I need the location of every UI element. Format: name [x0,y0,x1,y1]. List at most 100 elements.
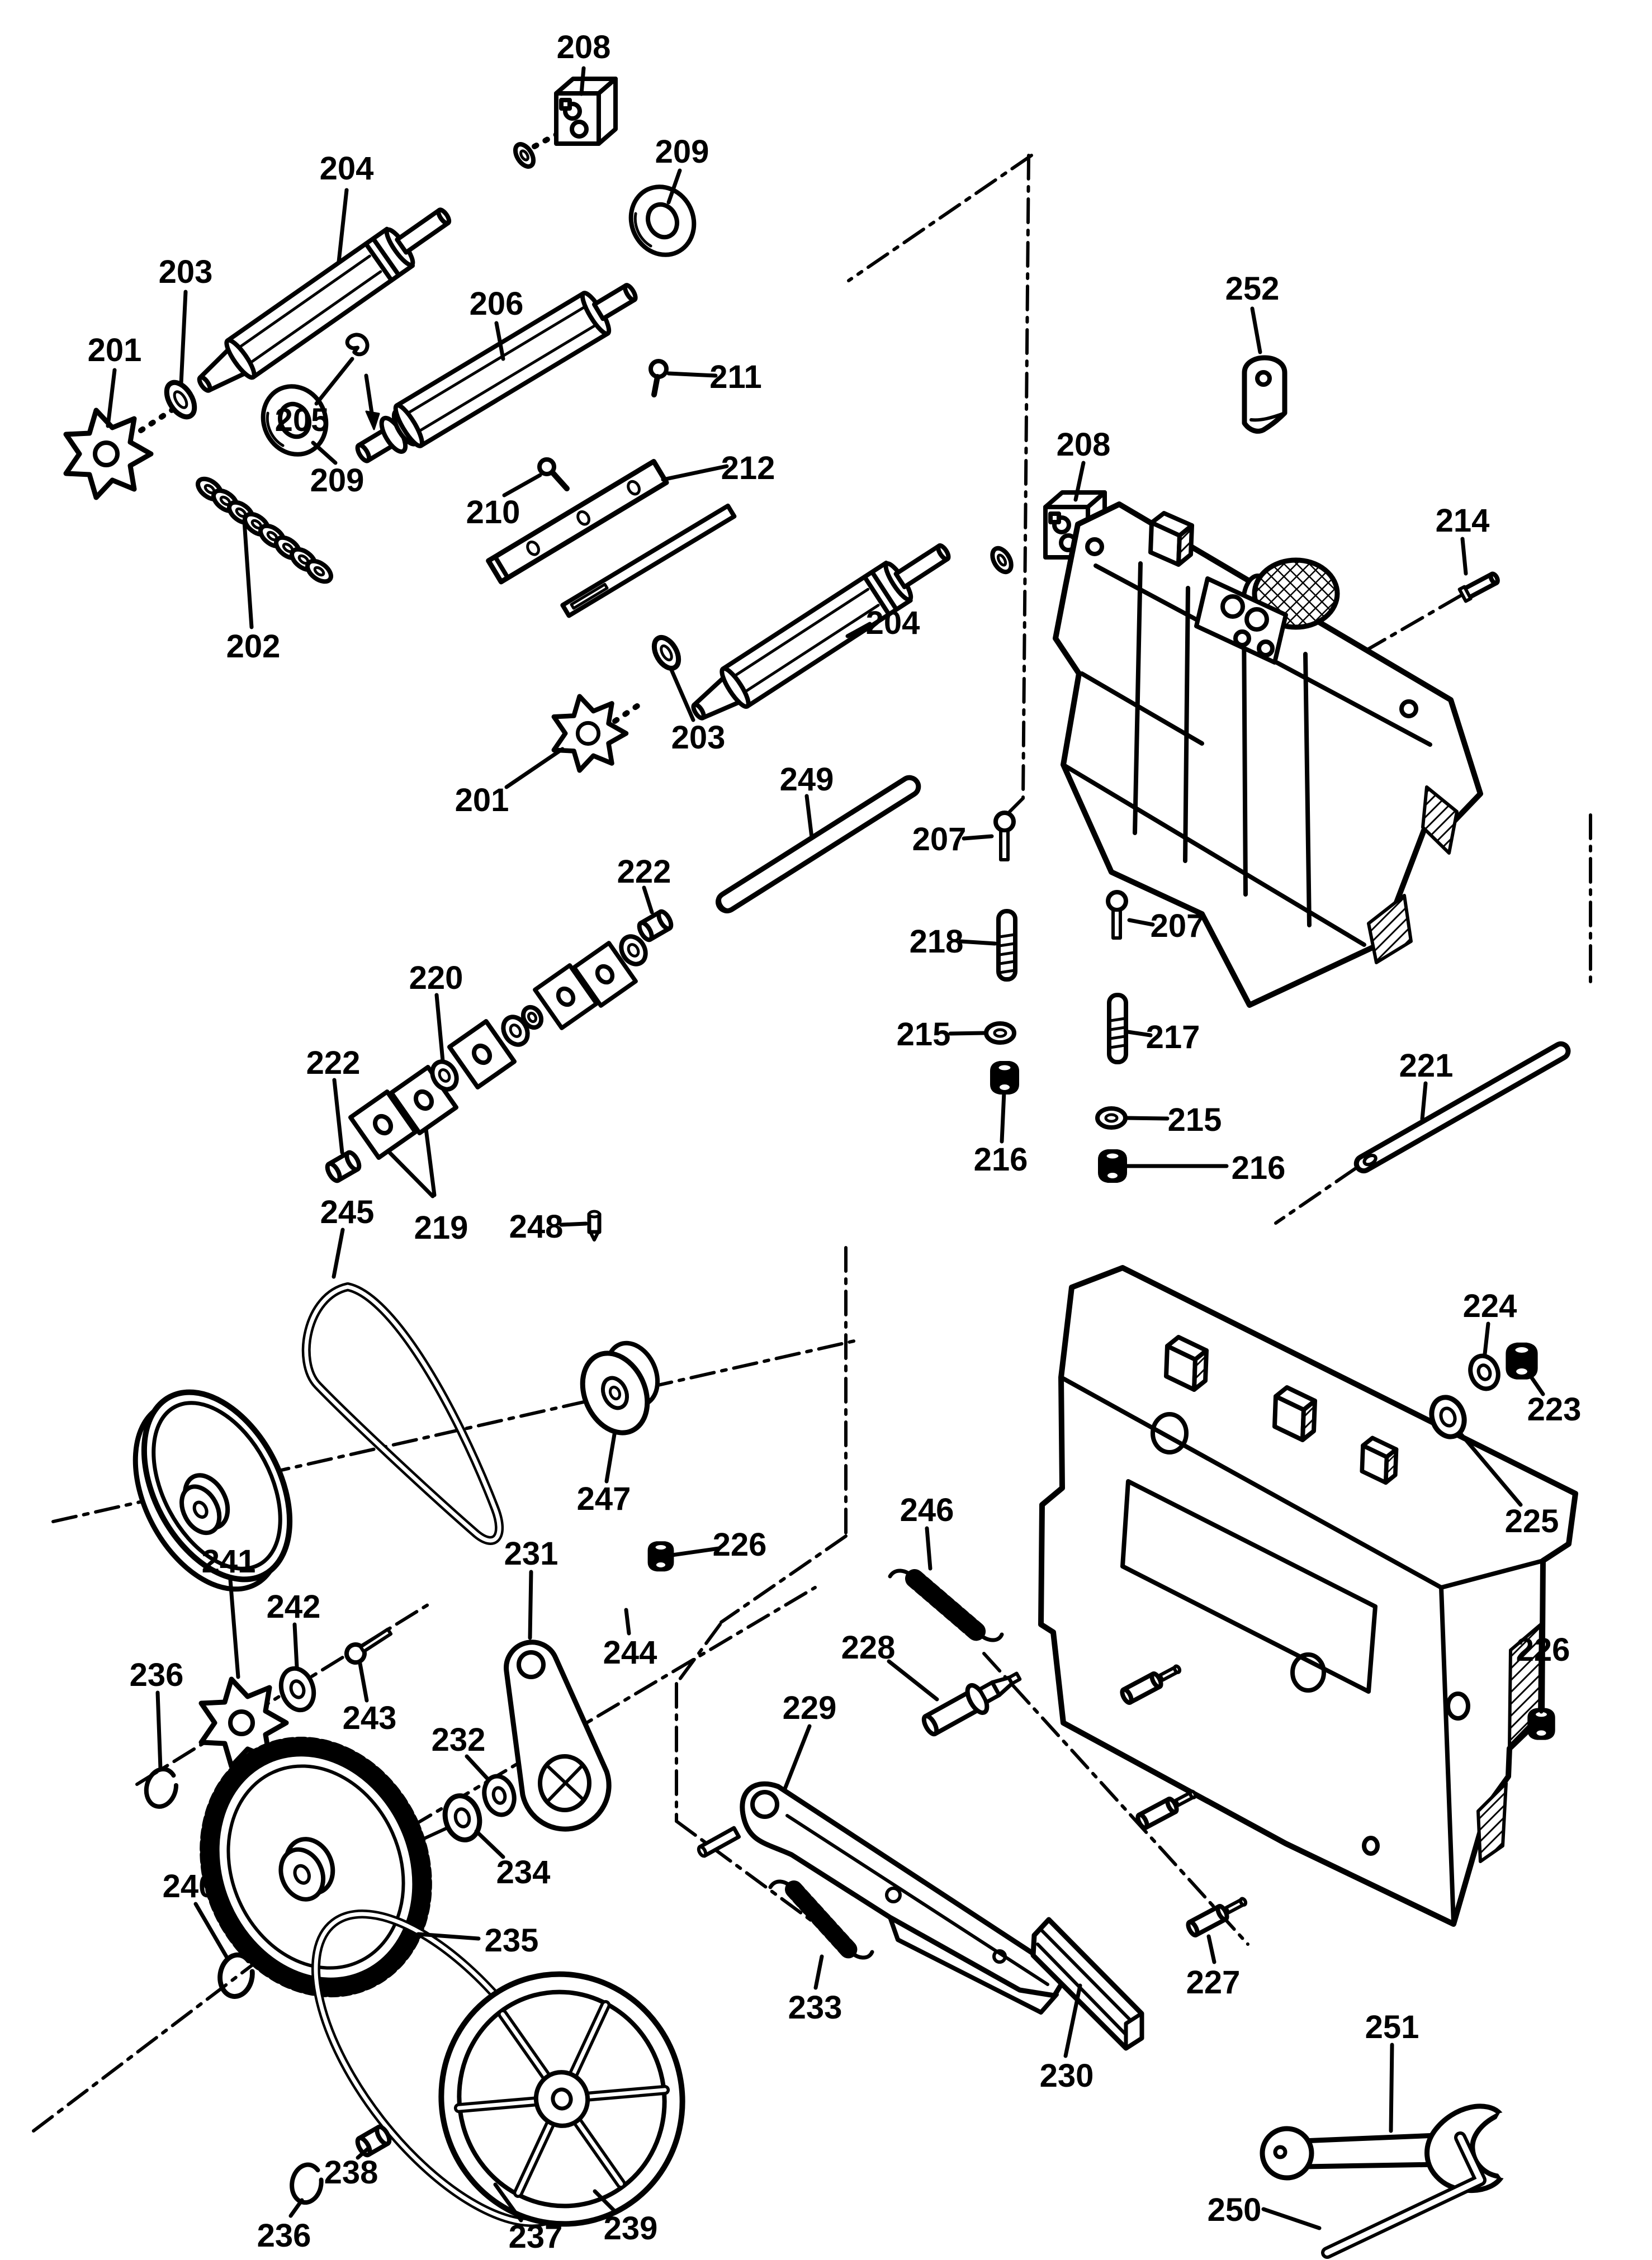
stud-218 [996,909,1017,982]
svg-text:236: 236 [257,2218,311,2254]
spoked-pulley-239 [438,1971,685,2227]
part-label-240: 240 [163,1868,229,1960]
part-label-236: 236 [257,2198,311,2254]
part-label-207: 207 [1127,908,1204,944]
part-label-243: 243 [343,1661,396,1736]
link-arm-231 [504,1640,612,1832]
wrench-251 [1260,2103,1527,2193]
part-label-251: 251 [1365,2009,1419,2133]
part-label-202: 202 [226,519,280,665]
sprocket-201a [66,410,151,498]
part-label-219: 219 [387,1127,468,1246]
svg-text:244: 244 [603,1634,657,1671]
svg-text:220: 220 [409,960,463,996]
part-label-245: 245 [320,1194,375,1279]
part-label-210: 210 [466,473,542,530]
part-label-250: 250 [1208,2192,1322,2230]
part-label-237: 237 [493,2182,563,2255]
washer-215a [984,1021,1016,1045]
part-label-201: 201 [455,747,565,818]
part-label-227: 227 [1186,1934,1240,2001]
part-label-203: 203 [159,254,213,386]
feed-roller-206 [355,283,638,463]
nut-226b [1530,1710,1553,1737]
svg-text:207: 207 [912,821,967,857]
pin-set-227 [1186,1894,1248,1937]
ring-203b [651,635,681,671]
upper-gear-housing [1053,501,1483,1008]
washer-234 [442,1793,482,1842]
washer-220 [520,1005,544,1030]
part-label-206: 206 [470,286,523,361]
nut-216a [992,1063,1017,1092]
stud-217 [1107,993,1128,1064]
washer-242 [278,1666,316,1713]
nut-223 [1508,1345,1535,1377]
diagram-artwork: 2082042092032062012522052112102122082092… [32,29,1592,2259]
part-label-215: 215 [897,1016,986,1053]
svg-text:203: 203 [671,719,726,756]
svg-text:221: 221 [1399,1048,1454,1084]
part-label-248: 248 [509,1209,588,1245]
svg-text:247: 247 [577,1481,631,1517]
part-label-207: 207 [912,821,994,857]
rod-221 [1353,1041,1571,1174]
svg-text:245: 245 [320,1194,375,1230]
part-label-222: 222 [306,1045,361,1155]
svg-text:203: 203 [159,254,213,290]
part-label-238: 238 [324,2147,378,2191]
lever-229 [697,1781,1069,2015]
spring-246 [888,1569,1004,1642]
channel-bar-230 [1030,1917,1144,2051]
svg-text:211: 211 [709,359,762,395]
washer-220 [430,1059,459,1092]
part-label-204: 204 [845,605,920,641]
part-label-217: 217 [1126,1019,1200,1055]
svg-text:214: 214 [1436,503,1490,539]
svg-text:226: 226 [1516,1632,1570,1668]
svg-text:236: 236 [130,1657,184,1693]
part-label-211: 211 [666,359,762,395]
svg-text:222: 222 [306,1045,361,1081]
svg-text:234: 234 [496,1854,551,1891]
part-label-215: 215 [1125,1102,1222,1138]
svg-text:212: 212 [721,450,775,486]
part-label-205: 205 [275,357,354,438]
part-label-239: 239 [593,2189,657,2247]
bushing-222b [325,1150,361,1182]
part-label-218: 218 [910,923,997,960]
part-label-229: 229 [783,1690,836,1791]
svg-text:242: 242 [267,1589,321,1625]
svg-text:237: 237 [509,2219,563,2255]
washer-232 [482,1774,517,1817]
part-label-220: 220 [409,960,463,1063]
svg-text:215: 215 [1168,1102,1222,1138]
part-label-224: 224 [1463,1288,1517,1356]
sprocket-201b [554,697,626,771]
guard-tab-252 [1242,355,1287,434]
pulley-large [132,1389,293,1592]
part-label-203: 203 [669,666,726,756]
svg-text:225: 225 [1505,1503,1559,1539]
svg-text:248: 248 [509,1209,564,1245]
screw-248 [587,1210,602,1242]
part-label-214: 214 [1436,503,1490,576]
part-label-234: 234 [474,1829,551,1891]
part-label-231: 231 [504,1536,558,1640]
part-label-225: 225 [1458,1431,1559,1539]
svg-text:238: 238 [324,2154,378,2191]
spring-233 [768,1879,874,1960]
part-label-236: 236 [130,1657,184,1771]
arrow-205 [364,373,380,430]
part-label-209: 209 [310,440,364,499]
part-label-233: 233 [788,1954,842,2026]
part-label-247: 247 [577,1432,631,1517]
part-label-241: 241 [202,1543,255,1679]
part-label-242: 242 [267,1589,321,1669]
svg-text:208: 208 [1057,427,1111,463]
bearing-209a [620,177,705,266]
belt-245 [301,1282,504,1545]
svg-text:230: 230 [1040,2058,1094,2094]
part-label-226: 226 [1516,1632,1570,1714]
